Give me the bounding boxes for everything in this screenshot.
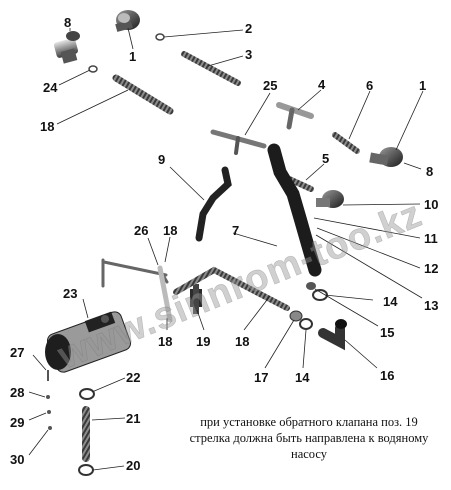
part-9-hose bbox=[195, 166, 232, 242]
leader-lines bbox=[28, 27, 424, 471]
callout-label: 1 bbox=[419, 78, 426, 93]
callout-label: 29 bbox=[10, 415, 24, 430]
callout-label: 7 bbox=[232, 223, 239, 238]
part-8-right-fitting bbox=[316, 190, 344, 208]
callout-label: 18 bbox=[40, 119, 54, 134]
callout-label: 14 bbox=[295, 370, 310, 385]
callout-label: 22 bbox=[126, 370, 140, 385]
part-30-screw bbox=[48, 426, 52, 430]
part-28-washer bbox=[46, 395, 50, 399]
callout-label: 20 bbox=[126, 458, 140, 473]
part-4-tee bbox=[276, 102, 314, 130]
callout-label: 9 bbox=[158, 152, 165, 167]
part-22-clamp bbox=[79, 388, 95, 400]
callout-label: 10 bbox=[424, 197, 438, 212]
note-line: насосу bbox=[291, 447, 327, 461]
part-1-right-fitting bbox=[369, 147, 403, 167]
callout-label: 1 bbox=[129, 49, 136, 64]
callout-label: 2 bbox=[245, 21, 252, 36]
callout-label: 25 bbox=[263, 78, 277, 93]
part-2-clip bbox=[155, 33, 165, 41]
callout-numbers: 1 2 3 8 24 18 25 4 6 1 9 5 8 10 26 18 7 … bbox=[10, 15, 438, 473]
callout-label: 19 bbox=[196, 334, 210, 349]
note-line: стрелка должна быть направлена к водяном… bbox=[189, 431, 429, 445]
callout-label: 21 bbox=[126, 411, 140, 426]
callout-label: 28 bbox=[10, 385, 24, 400]
part-7-hose bbox=[267, 143, 322, 277]
part-29-nut bbox=[47, 410, 51, 414]
callout-label: 6 bbox=[366, 78, 373, 93]
callout-label: 8 bbox=[64, 15, 71, 30]
part-18-right-tube bbox=[173, 266, 290, 311]
callout-label: 15 bbox=[380, 325, 394, 340]
callout-label: 17 bbox=[254, 370, 268, 385]
callout-label: 14 bbox=[383, 294, 398, 309]
part-6-pipe bbox=[332, 132, 360, 154]
callout-label: 23 bbox=[63, 286, 77, 301]
callout-label: 3 bbox=[245, 47, 252, 62]
part-14-clamp-lower bbox=[299, 318, 313, 330]
part-23-heater bbox=[45, 311, 132, 373]
part-17-ring bbox=[289, 310, 303, 322]
part-15-clamp bbox=[306, 282, 316, 290]
callout-label: 18 bbox=[158, 334, 172, 349]
callout-label: 18 bbox=[235, 334, 249, 349]
callout-label: 8 bbox=[426, 164, 433, 179]
callout-label: 30 bbox=[10, 452, 24, 467]
callout-label: 26 bbox=[134, 223, 148, 238]
part-8-top-fitting bbox=[53, 31, 80, 64]
part-3-tube bbox=[181, 51, 241, 86]
callout-label: 12 bbox=[424, 261, 438, 276]
callout-label: 11 bbox=[424, 231, 438, 246]
part-18-top-tube bbox=[112, 74, 174, 115]
installation-note: при установке обратного клапана поз. 19 … bbox=[178, 414, 440, 462]
callout-label: 27 bbox=[10, 345, 24, 360]
callout-label: 18 bbox=[163, 223, 177, 238]
part-25-tee bbox=[210, 129, 267, 155]
part-18-mid-tube bbox=[157, 265, 173, 323]
part-1-top-fitting bbox=[115, 10, 140, 32]
watermark: www.sinnrom-too.kz bbox=[52, 193, 429, 378]
part-19-valve bbox=[190, 284, 202, 314]
part-24-clip bbox=[88, 65, 98, 73]
note-line: при установке обратного клапана поз. 19 bbox=[200, 415, 418, 429]
callout-label: 4 bbox=[318, 77, 326, 92]
callout-label: 5 bbox=[322, 151, 329, 166]
callout-label: 24 bbox=[43, 80, 58, 95]
part-16-elbow-hose bbox=[318, 319, 347, 351]
callout-label: 13 bbox=[424, 298, 438, 313]
part-20-clamp bbox=[78, 464, 94, 476]
callout-label: 16 bbox=[380, 368, 394, 383]
